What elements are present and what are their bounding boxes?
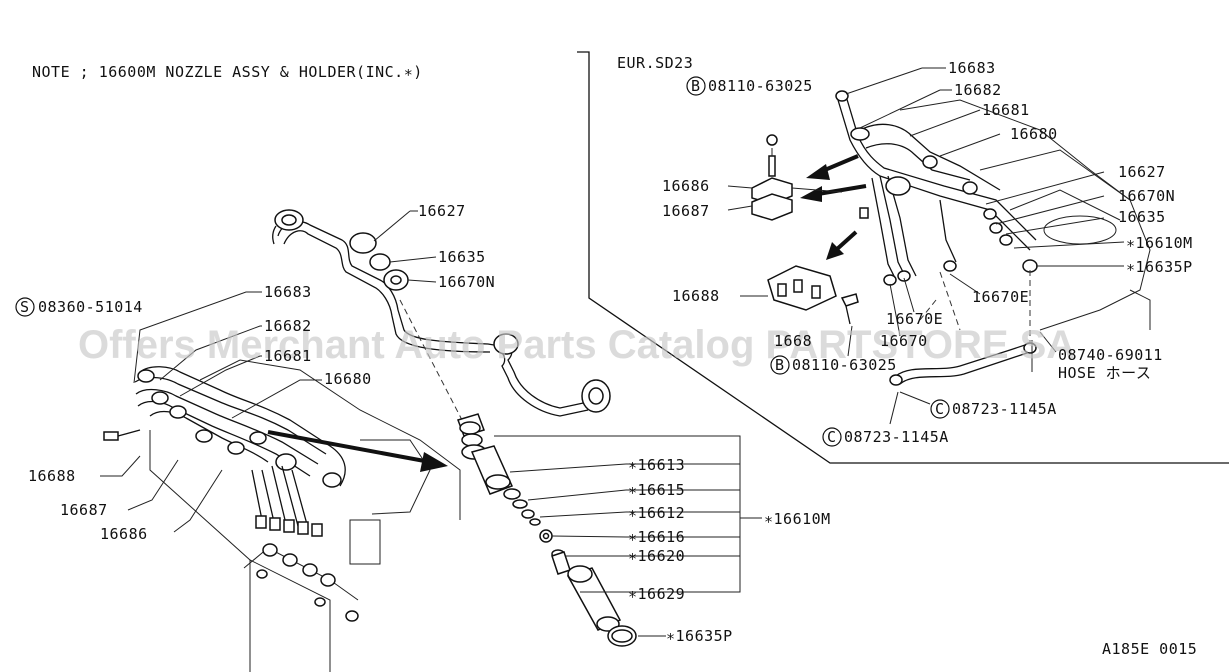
label-16688-left: 16688 bbox=[28, 467, 76, 485]
footer-code: A185E 0015 bbox=[1102, 640, 1197, 658]
label-08740-69011: 08740-69011 bbox=[1058, 346, 1163, 364]
label-16627-left: 16627 bbox=[418, 202, 466, 220]
label-16610m-right: ∗16610M bbox=[1126, 234, 1193, 252]
clip-letter-c-b: C bbox=[827, 428, 837, 446]
left-fuel-line-assembly bbox=[100, 209, 611, 672]
label-16610m: ∗16610M bbox=[764, 510, 831, 528]
label-16670e-b: 16670E bbox=[886, 310, 943, 328]
label-16670n-right: 16670N bbox=[1118, 187, 1175, 205]
label-16616: ∗16616 bbox=[628, 528, 685, 546]
label-16681-left: 16681 bbox=[264, 347, 312, 365]
label-08723-1145a-a: 08723-1145A bbox=[952, 400, 1057, 418]
label-16682-right: 16682 bbox=[954, 81, 1002, 99]
bolt-letter-b-bottom: B bbox=[775, 356, 785, 374]
label-16688-right: 16688 bbox=[672, 287, 720, 305]
right-panel-border bbox=[577, 51, 1229, 464]
label-16680-right: 16680 bbox=[1010, 125, 1058, 143]
bolt-letter-circle-b-bottom bbox=[770, 355, 790, 375]
label-16635p-nozzle: ∗16635P bbox=[666, 627, 733, 645]
label-16683-right: 16683 bbox=[948, 59, 996, 77]
label-16670e-a: 16670E bbox=[972, 288, 1029, 306]
clip-letter-c-a: C bbox=[935, 400, 945, 418]
label-16670: 16670 bbox=[880, 332, 928, 350]
label-1668x: 1668 bbox=[774, 332, 812, 350]
label-16687-left: 16687 bbox=[60, 501, 108, 519]
label-hose: HOSE ホース bbox=[1058, 364, 1151, 382]
label-08110-63025-top: 08110-63025 bbox=[708, 77, 813, 95]
clip-letter-circle-c-a bbox=[930, 399, 950, 419]
label-16635-right: 16635 bbox=[1118, 208, 1166, 226]
label-16680-left: 16680 bbox=[324, 370, 372, 388]
label-16681-right: 16681 bbox=[982, 101, 1030, 119]
bolt-letter-s: S bbox=[20, 298, 30, 316]
label-16682-left: 16682 bbox=[264, 317, 312, 335]
clip-letter-circle-c-b bbox=[822, 427, 842, 447]
watermark: Offers Merchant Auto Parts Catalog PARTS… bbox=[78, 323, 1075, 367]
region-label: EUR.SD23 bbox=[617, 54, 693, 72]
label-16627-right: 16627 bbox=[1118, 163, 1166, 181]
label-16635-left: 16635 bbox=[438, 248, 486, 266]
label-16686-right: 16686 bbox=[662, 177, 710, 195]
bolt-letter-b-top: B bbox=[691, 77, 701, 95]
label-16635p-right: ∗16635P bbox=[1126, 258, 1193, 276]
label-16670n-left: 16670N bbox=[438, 273, 495, 291]
nozzle-assembly bbox=[457, 413, 762, 647]
bolt-letter-circle-s bbox=[15, 297, 35, 317]
label-16620: ∗16620 bbox=[628, 547, 685, 565]
label-16615: ∗16615 bbox=[628, 481, 685, 499]
note-text: NOTE ; 16600M NOZZLE ASSY & HOLDER(INC.∗… bbox=[32, 63, 423, 81]
label-08110-63025-bottom: 08110-63025 bbox=[792, 356, 897, 374]
label-16683-left: 16683 bbox=[264, 283, 312, 301]
label-16687-right: 16687 bbox=[662, 202, 710, 220]
label-16612: ∗16612 bbox=[628, 504, 685, 522]
label-16629: ∗16629 bbox=[628, 585, 685, 603]
label-16686-left: 16686 bbox=[100, 525, 148, 543]
label-08723-1145a-b: 08723-1145A bbox=[844, 428, 949, 446]
label-16613: ∗16613 bbox=[628, 456, 685, 474]
label-08360-51014: 08360-51014 bbox=[38, 298, 143, 316]
bolt-letter-circle-b-top bbox=[686, 76, 706, 96]
right-fuel-line-assembly bbox=[727, 67, 1151, 425]
